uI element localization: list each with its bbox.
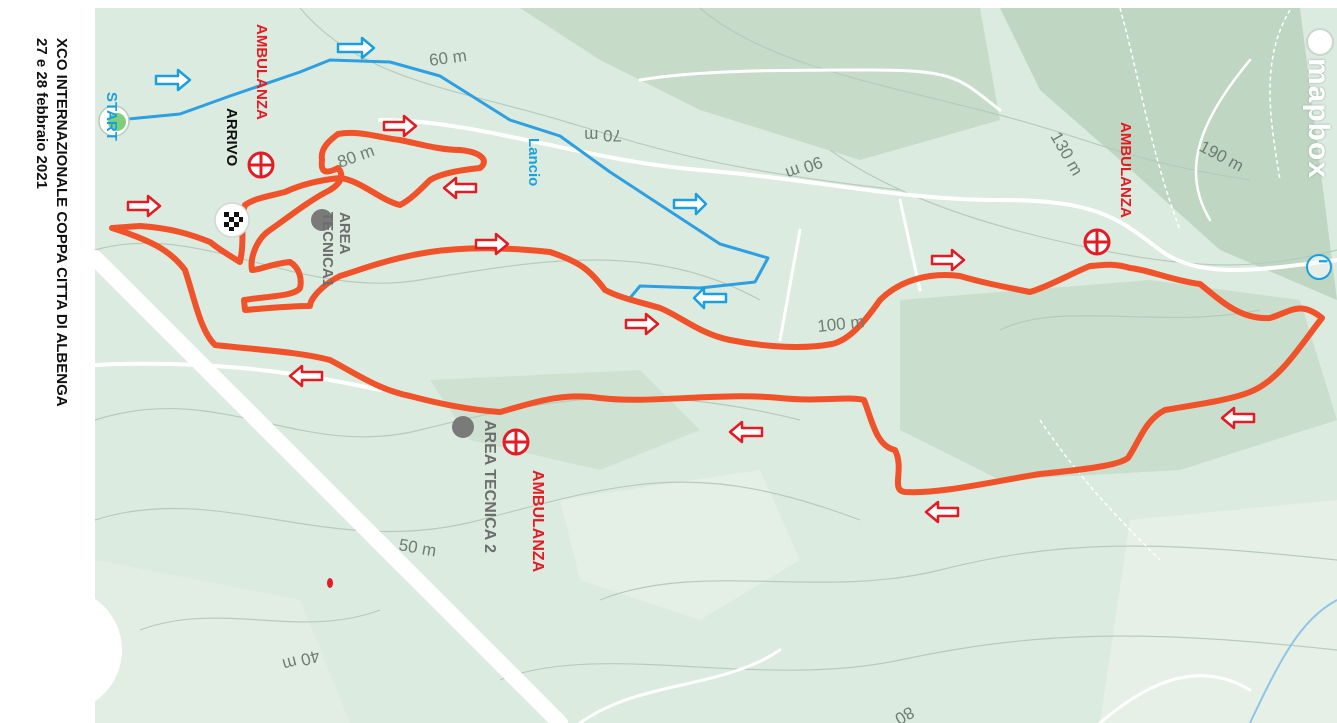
- terrain-patch: [1000, 8, 1337, 300]
- corner-disc: [0, 588, 122, 712]
- start-label: START: [103, 92, 120, 141]
- info-icon[interactable]: i: [1306, 254, 1332, 280]
- start-marker[interactable]: [98, 105, 130, 137]
- trails: [1039, 7, 1291, 561]
- direction-arrows-blue: [154, 36, 728, 310]
- red-dot: [327, 578, 333, 588]
- elevation-label: 70 m: [584, 126, 622, 145]
- tech-area-marker-icon[interactable]: [452, 416, 474, 438]
- finish-flag-icon[interactable]: [214, 202, 250, 238]
- mapbox-logo-icon[interactable]: [1306, 28, 1334, 56]
- contour-lines: [94, 7, 1337, 681]
- terrain-patch: [520, 8, 1000, 160]
- direction-arrows-red: [126, 114, 1256, 524]
- terrain-patch: [1100, 500, 1337, 723]
- race-route: [109, 129, 1325, 496]
- launch-label: Lancio: [525, 138, 542, 187]
- terrain-patch: [560, 470, 800, 620]
- roads: [87, 58, 1337, 723]
- event-title: XCO INTERNAZIONALE COPPA CITTA DI ALBENG…: [18, 20, 78, 620]
- mapbox-wordmark[interactable]: mapbox: [1302, 58, 1335, 180]
- terrain-patch: [430, 370, 700, 470]
- terrain-patch: [900, 280, 1337, 480]
- ambulance-label: AMBULANZA: [1117, 122, 1134, 218]
- tech-area-2-label: AREA TECNICA 2: [481, 420, 498, 554]
- terrain-patch: [95, 560, 350, 723]
- finish-label: ARRIVO: [223, 108, 240, 167]
- ambulance-label: AMBULANZA: [253, 24, 270, 120]
- launch-route: [117, 58, 770, 299]
- map-attribution: mapbox i: [1302, 18, 1335, 298]
- tech-area-marker-icon[interactable]: [311, 209, 333, 231]
- ambulance-icon[interactable]: [247, 151, 275, 179]
- info-glyph: i: [1315, 259, 1332, 264]
- elevation-label: 100 m: [816, 312, 865, 336]
- event-title-line1: XCO INTERNAZIONALE COPPA CITTA DI ALBENG…: [53, 38, 70, 407]
- ambulance-label: AMBULANZA: [529, 470, 546, 573]
- tech-area-1-label: AREA TECNICA1: [319, 212, 353, 288]
- ambulance-icon[interactable]: [1083, 228, 1111, 256]
- ambulance-icon[interactable]: [502, 428, 530, 456]
- stream: [1249, 599, 1337, 723]
- event-date-line: 27 e 28 febbraio 2021: [33, 38, 50, 189]
